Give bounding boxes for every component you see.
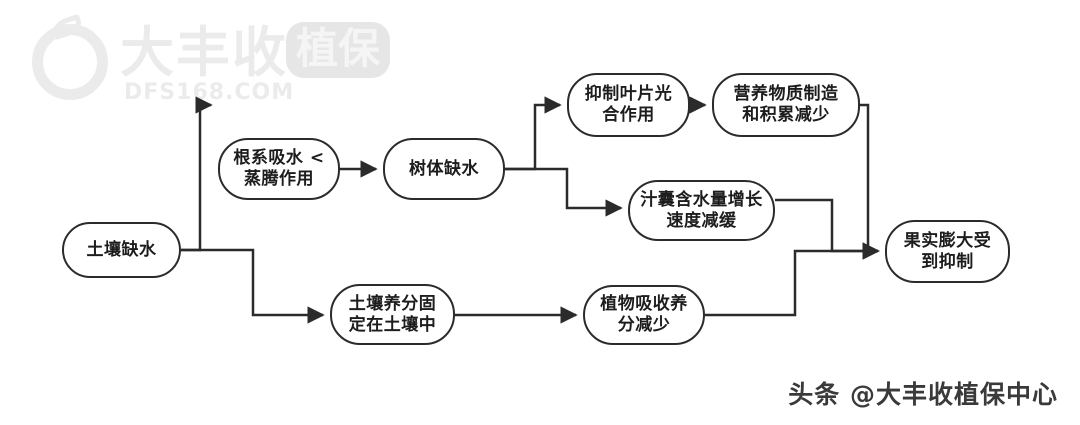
flow-node-n4: 抑制叶片光 合作用 bbox=[567, 73, 690, 137]
flow-node-n5: 营养物质制造 和积累减少 bbox=[712, 73, 860, 137]
connector-n1-to-n7 bbox=[181, 248, 325, 324]
flow-node-n6: 汁囊含水量增长 速度减缓 bbox=[628, 180, 775, 241]
flow-node-n8: 植物吸收养 分减少 bbox=[583, 285, 705, 345]
connector-n3-to-n6 bbox=[505, 167, 623, 217]
flow-node-n9: 果实膨大受 到抑制 bbox=[885, 220, 1010, 283]
flow-node-n7: 土壤养分固 定在土壤中 bbox=[330, 284, 455, 345]
flow-node-n1: 土壤缺水 bbox=[62, 222, 181, 278]
connector-n6-to-n9 bbox=[775, 198, 880, 260]
flow-node-n2: 根系吸水 < 蒸腾作用 bbox=[218, 138, 340, 200]
credit-text: 头条 @大丰收植保中心 bbox=[788, 380, 1058, 409]
connector-n3-to-n4 bbox=[505, 96, 562, 171]
flow-node-n3: 树体缺水 bbox=[383, 138, 505, 200]
connector-n8-to-n9 bbox=[705, 242, 880, 317]
connector-n5-to-n9 bbox=[860, 103, 880, 260]
connector-n1-to-n2 bbox=[181, 96, 213, 252]
